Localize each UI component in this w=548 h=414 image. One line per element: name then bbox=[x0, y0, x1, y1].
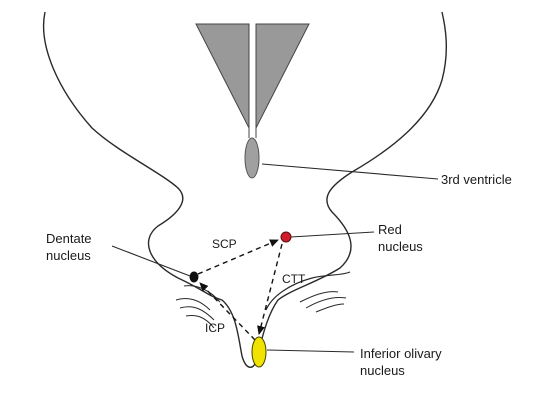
dentate-nucleus-label-line1: Dentate bbox=[46, 230, 92, 247]
third-ventricle-label: 3rd ventricle bbox=[441, 171, 512, 188]
dentate-nucleus-label-line2: nucleus bbox=[46, 247, 92, 264]
left-triangle bbox=[196, 24, 249, 128]
icp-label: ICP bbox=[205, 320, 225, 337]
scp-label: SCP bbox=[212, 236, 237, 253]
third-ventricle-leader bbox=[262, 164, 438, 179]
inferior-olive-shape bbox=[252, 337, 266, 367]
ctt-arrow bbox=[259, 244, 282, 334]
red-nucleus-label: Red nucleus bbox=[378, 221, 423, 255]
dentate-nucleus-label: Dentate nucleus bbox=[46, 230, 92, 264]
third-ventricle-shape bbox=[245, 138, 259, 178]
inferior-olivary-nucleus-label: Inferior olivary nucleus bbox=[360, 345, 442, 379]
inferior-olive-leader bbox=[267, 350, 354, 352]
scp-arrow bbox=[198, 240, 278, 274]
red-nucleus-shape bbox=[281, 232, 291, 242]
inner-contour-right bbox=[266, 272, 350, 310]
dentate-nucleus-shape bbox=[190, 272, 199, 283]
red-nucleus-label-line1: Red bbox=[378, 221, 423, 238]
red-nucleus-leader bbox=[291, 232, 374, 237]
inferior-olivary-label-line1: Inferior olivary bbox=[360, 345, 442, 362]
dentate-nucleus-leader bbox=[112, 246, 190, 276]
red-nucleus-label-line2: nucleus bbox=[378, 238, 423, 255]
fiber-strokes-right bbox=[300, 292, 346, 312]
right-triangle bbox=[256, 24, 309, 128]
ctt-label: CTT bbox=[282, 271, 305, 288]
inferior-olivary-label-line2: nucleus bbox=[360, 362, 442, 379]
